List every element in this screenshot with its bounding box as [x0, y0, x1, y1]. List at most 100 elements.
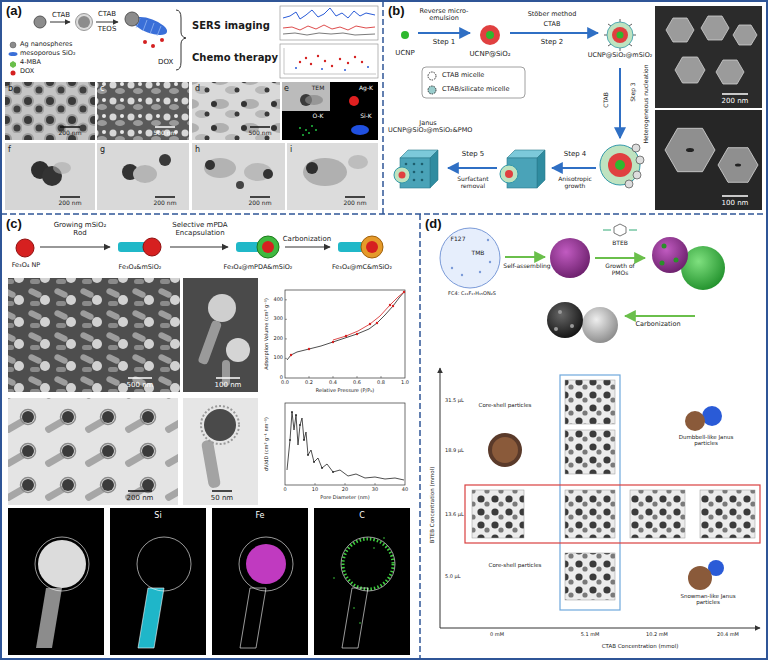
figure-label: 20.4 mM	[717, 632, 739, 638]
isotherm-plot	[285, 290, 405, 378]
figure-label: Heterogeneous nucleation	[643, 64, 650, 143]
figure-label: TMB	[472, 250, 485, 257]
figure-label: Step 5	[462, 150, 485, 158]
figure-label: Fe₃O₄ NP	[12, 262, 41, 269]
figure-label: Fe₃O₄@mPDA&mSiO₂	[224, 264, 293, 271]
figure-label: O-K	[313, 113, 324, 120]
figure-label: 50 nm	[211, 494, 233, 502]
figure-label: Fe	[255, 511, 264, 520]
figure-label: UCNP@SiO₂	[469, 50, 510, 58]
figure-label: Step 4	[564, 150, 587, 158]
figure-label: DOX	[158, 58, 173, 66]
figure-label: Pore Diameter (nm)	[320, 495, 369, 501]
figure-label: Core-shell particles	[489, 562, 542, 568]
figure-label: 200	[273, 336, 283, 342]
sem-images-b	[655, 6, 762, 210]
figure-label: 200 nm	[343, 200, 366, 207]
figure-label: d	[195, 84, 200, 93]
figure-label: Reverse micro-emulsion	[416, 8, 472, 23]
figure-label: CTAB	[98, 10, 116, 18]
figure-label: Core-shell particles	[479, 402, 532, 408]
figure-label: Adsorption Volume (cm³ g⁻¹)	[264, 298, 270, 370]
figure-label: 5.0 μL	[445, 574, 461, 580]
figure-label: e	[284, 84, 289, 93]
panel-letter: (d)	[425, 217, 442, 231]
figure-label: 200 nm	[153, 200, 176, 207]
figure-label: Step 3	[630, 82, 637, 101]
figure-panel: (a)	[2, 2, 382, 213]
synthesis-scheme-b	[394, 19, 644, 188]
figure-label: 0 mM	[490, 632, 504, 638]
figure-label: Dumbbell-like Janus particles	[675, 434, 737, 447]
figure-label: f	[8, 145, 11, 154]
figure-label: Selective mPDA Encapsulation	[160, 221, 240, 237]
synthesis-scheme-a	[9, 6, 379, 78]
panel-letter: (b)	[388, 4, 405, 18]
figure-label: g	[100, 145, 105, 154]
figure-label: 1.0	[401, 380, 409, 386]
figure-label: Fe₃O₄@mC&mSiO₂	[332, 264, 392, 271]
micrographs-a	[5, 82, 378, 210]
figure-label: 400	[273, 297, 283, 303]
legend-text: mesoporous SiO₂	[20, 50, 76, 57]
figure-label: F127	[451, 236, 466, 243]
figure-label: 200 nm	[722, 97, 749, 105]
legend-text: DOX	[20, 68, 34, 75]
figure-label: CTAB Concentration (mmol)	[602, 643, 679, 649]
micrographs-c	[8, 278, 258, 505]
figure-label: Ag-K	[359, 85, 373, 92]
figure-label: Carbonization	[635, 321, 680, 328]
edx-maps	[8, 508, 410, 655]
figure-label: Stöber method	[528, 11, 577, 18]
figure-label: Snowman-like Janus particles	[677, 593, 739, 606]
figure-label: 500 nm	[127, 381, 154, 389]
figure-label: 18.9 μL	[445, 448, 464, 454]
figure-label: 0.6	[353, 380, 361, 386]
figure-label: 0	[283, 487, 286, 493]
figure-label: Self-assembling	[503, 263, 550, 270]
figure-label: 100	[273, 355, 283, 361]
figure-label: 10.2 mM	[646, 632, 668, 638]
figure-label: Chemo therapy	[192, 52, 278, 64]
figure-label: 30	[372, 487, 378, 493]
figure-label: 0.4	[329, 380, 337, 386]
figure-label: C	[359, 511, 365, 520]
figure-label: 0	[280, 375, 283, 381]
panel-letter: (a)	[6, 4, 22, 18]
figure-label: 0.8	[377, 380, 385, 386]
figure-label: CTAB	[603, 92, 610, 108]
figure-label: 100 nm	[722, 199, 749, 207]
figure-label: Surfactant removal	[450, 176, 496, 190]
figure-label: 200 nm	[58, 130, 81, 137]
figure-label: UCNP@SiO₂@mSiO₂	[588, 52, 653, 59]
figure-label: Growing mSiO₂ Rod	[48, 221, 112, 237]
figure-label: 300	[273, 316, 283, 322]
figure-label: Carbonization	[283, 235, 332, 243]
figure-label: Step 2	[541, 38, 564, 46]
figure-label: 100 nm	[215, 381, 242, 389]
figure-label: BTEB Concentration (mmol)	[429, 467, 435, 544]
figure-label: 5.1 mM	[581, 632, 600, 638]
figure-label: 500 nm	[153, 130, 176, 137]
figure-label: TEOS	[98, 25, 117, 33]
panel-letter: (c)	[6, 217, 22, 231]
figure-label: b	[8, 84, 13, 93]
figure-label: Step 1	[433, 38, 456, 46]
figure-label: Janus UCNP@SiO₂@mSiO₂&PMO	[388, 120, 468, 135]
figure-label: CTAB micelle	[442, 72, 484, 79]
figure-label: CTAB	[52, 11, 70, 19]
figure-panel: (c)	[2, 215, 419, 658]
figure-label: SERS imaging	[192, 20, 270, 32]
figure-label: 0.2	[305, 380, 313, 386]
figure-label: 40	[402, 487, 408, 493]
figure-label: 20	[342, 487, 348, 493]
figure-label: 13.6 μL	[445, 512, 464, 518]
figure-label: i	[290, 145, 292, 154]
figure-label: Si-K	[360, 113, 372, 120]
figure-label: 31.5 μL	[445, 398, 464, 404]
pore-size-plot	[285, 403, 405, 485]
figure-label: Si	[154, 511, 161, 520]
legend-text: Ag nanospheres	[20, 41, 72, 48]
